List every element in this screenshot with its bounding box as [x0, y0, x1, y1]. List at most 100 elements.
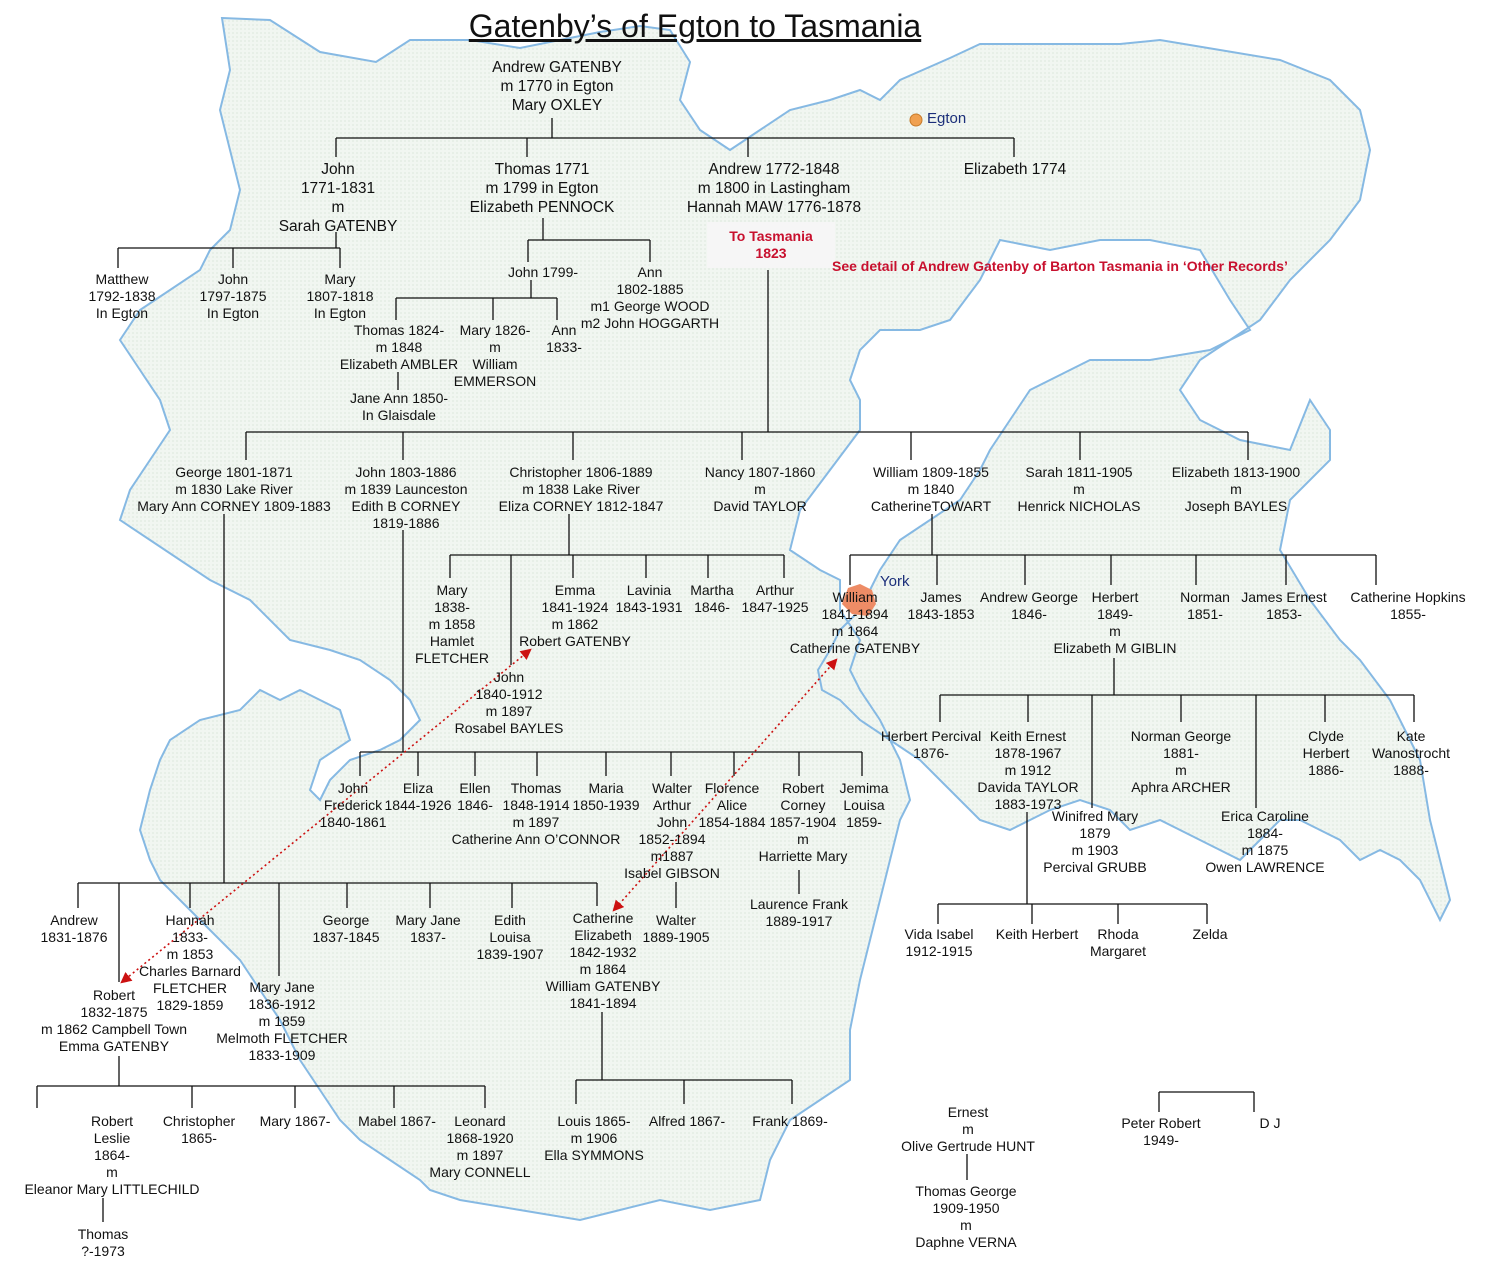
person-line: In Egton — [206, 305, 260, 321]
person-line: m 1864 — [831, 623, 879, 639]
person-line: 1851- — [1187, 606, 1223, 622]
person-line: Andrew George — [979, 589, 1079, 605]
person-line: m — [1230, 481, 1242, 497]
person-line: Robert — [781, 780, 825, 796]
person-line: Winifred Mary — [1051, 808, 1139, 824]
person-line: EMMERSON — [453, 373, 537, 389]
person-line: Henrick NICHOLAS — [1017, 498, 1141, 514]
person-line: Mary OXLEY — [511, 97, 603, 114]
person-line: m 1770 in Egton — [500, 78, 614, 95]
person-elizabeth-1774: Elizabeth 1774 — [964, 160, 1067, 179]
person-line: Maria — [588, 780, 624, 796]
person-line: m 1864 — [579, 961, 627, 977]
person-line: 1792-1838 — [88, 288, 156, 304]
person-line: Daphne VERNA — [915, 1234, 1017, 1250]
person-line: John — [337, 780, 369, 796]
person-line: Charles Barnard — [139, 963, 241, 979]
person-line: m 1862 — [551, 616, 599, 632]
person-line: Matthew — [95, 271, 149, 287]
person-line: Norman George — [1130, 728, 1232, 744]
person-line: Christopher 1806-1889 — [509, 464, 653, 480]
person-line: Elizabeth — [574, 927, 632, 943]
person-line: Arthur — [755, 582, 795, 598]
person-line: John — [656, 814, 688, 830]
person-line: m — [960, 1217, 972, 1233]
person-line: FLETCHER — [153, 980, 227, 996]
person-line: Jemima — [839, 780, 889, 796]
person-line: 1843-1931 — [615, 599, 683, 615]
page-title: Gatenby’s of Egton to Tasmania — [468, 8, 922, 44]
person-line: 1852-1894 — [638, 831, 706, 847]
person-line: Ella SYMMONS — [544, 1147, 644, 1163]
person-line: 1865- — [181, 1130, 217, 1146]
person-line: Elizabeth 1813-1900 — [1171, 464, 1301, 480]
person-line: John — [217, 271, 249, 287]
person-line: m — [489, 339, 501, 355]
person-line: David TAYLOR — [713, 498, 807, 514]
person-line: 1912-1915 — [905, 943, 973, 959]
person-line: Louisa — [489, 929, 531, 945]
person-line: 1853- — [1266, 606, 1302, 622]
person-line: Emma — [554, 582, 596, 598]
person-line: Christopher — [162, 1113, 236, 1129]
person-line: Laurence Frank — [749, 896, 849, 912]
person-line: m — [331, 199, 345, 216]
person-line: m 1897 — [485, 703, 533, 719]
person-line: Elizabeth M GIBLIN — [1053, 640, 1177, 656]
person-line: Mary CONNELL — [429, 1164, 531, 1180]
person-line: Owen LAWRENCE — [1205, 859, 1325, 875]
person-line: Louisa — [843, 797, 885, 813]
person-line: William GATENBY — [545, 978, 661, 994]
person-line: Kate — [1396, 728, 1426, 744]
person-line: Eleanor Mary LITTLECHILD — [24, 1181, 200, 1197]
person-line: Vida Isabel — [904, 926, 974, 942]
person-line: Percival GRUBB — [1043, 859, 1147, 875]
person-line: 1807-1818 — [306, 288, 374, 304]
person-line: Hamlet — [429, 633, 475, 649]
person-line: 1878-1967 — [994, 745, 1062, 761]
person-line: 1846- — [457, 797, 493, 813]
person-line: Ann — [551, 322, 577, 338]
person-line: 1889-1905 — [642, 929, 710, 945]
person-line: m 1875 — [1241, 842, 1289, 858]
person-line: m 1862 Campbell Town — [40, 1021, 188, 1037]
person-line: m 1839 Launceston — [344, 481, 468, 497]
person-line: 1771-1831 — [300, 180, 376, 197]
person-line: 1841-1924 — [541, 599, 609, 615]
person-line: Leslie — [93, 1130, 131, 1146]
person-line: m 1897 — [512, 814, 560, 830]
person-line: 1846- — [694, 599, 730, 615]
person-line: 1846- — [1011, 606, 1047, 622]
person-line: 1849- — [1097, 606, 1133, 622]
person-line: 1819-1886 — [372, 515, 440, 531]
person-line: Alice — [716, 797, 748, 813]
person-john-1799: John 1799- — [508, 264, 578, 281]
person-line: Robert — [92, 987, 136, 1003]
person-line: m 1853 — [166, 946, 214, 962]
